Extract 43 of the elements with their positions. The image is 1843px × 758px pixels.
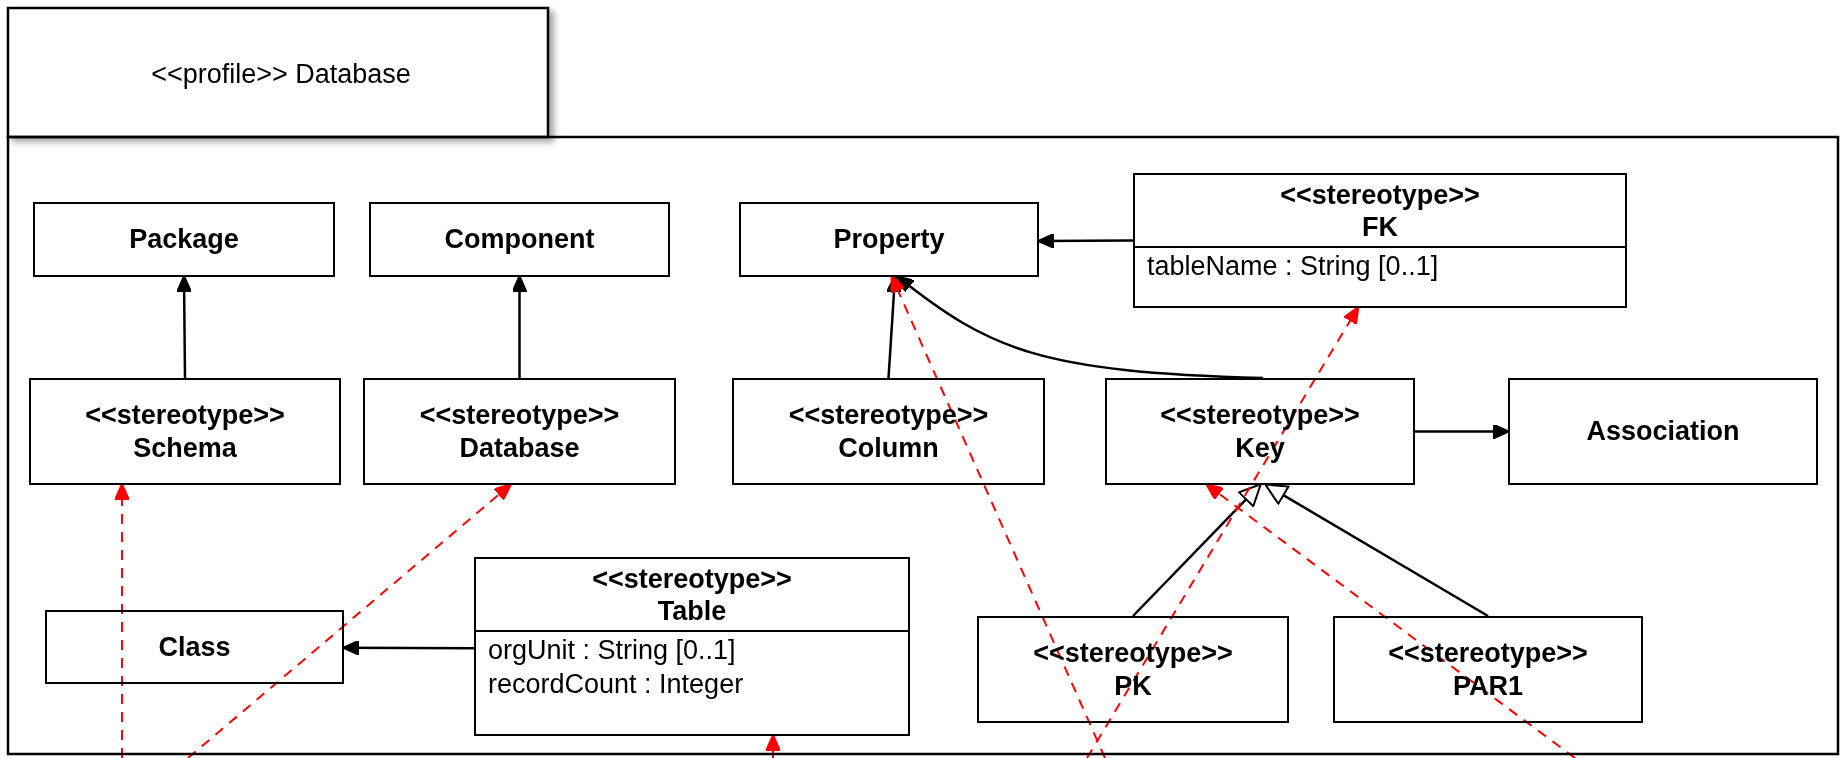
- arrow: [342, 639, 474, 656]
- class-name: Class: [158, 630, 231, 664]
- class-box: [45, 610, 344, 684]
- class-name: <<stereotype>> Table: [592, 563, 792, 628]
- attribute-text: recordCount : Integer: [488, 667, 744, 701]
- class-box: [732, 378, 1045, 485]
- dashed-arrow: [890, 275, 1106, 758]
- attribute-text: orgUnit : String [0..1]: [488, 633, 736, 667]
- class-name: Component: [444, 223, 595, 256]
- class-name: Association: [1586, 415, 1740, 448]
- dashed-arrow: [187, 483, 512, 758]
- class-box: [739, 202, 1039, 277]
- arrow: [1037, 232, 1133, 249]
- class-name: Package: [129, 223, 239, 256]
- class-name: <<stereotype>> Column: [788, 399, 989, 464]
- class-box: [1133, 173, 1627, 308]
- class-box: [33, 202, 335, 277]
- class-name: <<stereotype>> FK: [1280, 179, 1480, 244]
- arrow: [511, 275, 528, 378]
- arrow: [1415, 423, 1510, 440]
- class-box: [1105, 378, 1415, 485]
- class-box: [29, 378, 341, 485]
- class-name: Property: [833, 223, 945, 256]
- generalization-arrow: [1132, 483, 1262, 617]
- generalization-arrow: [1264, 483, 1489, 618]
- arrow: [886, 275, 902, 379]
- class-name: <<stereotype>> PAR1: [1388, 637, 1588, 702]
- dashed-arrow: [765, 734, 782, 758]
- attribute-text: tableName : String [0..1]: [1147, 249, 1439, 283]
- arrow: [176, 275, 193, 378]
- class-box: [363, 378, 676, 485]
- class-box: [369, 202, 670, 277]
- package-name: <<profile>> Database: [151, 58, 411, 89]
- class-box: [474, 557, 910, 736]
- arrow: [896, 275, 1264, 380]
- class-box: [1333, 616, 1643, 723]
- class-box: [1508, 378, 1818, 485]
- dashed-arrow: [1086, 306, 1360, 758]
- dashed-arrow: [114, 483, 130, 758]
- class-name: <<stereotype>> Schema: [85, 399, 285, 464]
- class-name: <<stereotype>> Database: [419, 399, 620, 464]
- dashed-arrow: [1205, 483, 1576, 758]
- class-name: <<stereotype>> Key: [1160, 399, 1360, 464]
